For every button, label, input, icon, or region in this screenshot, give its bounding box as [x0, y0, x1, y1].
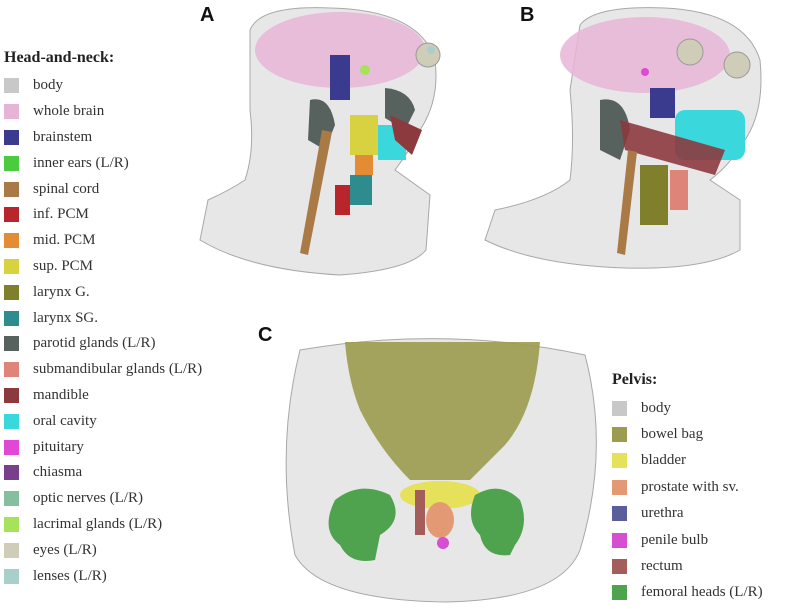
- legend-swatch: [612, 559, 627, 575]
- head-neck-legend-items: body whole brain brainstem inner ears (L/R)…: [4, 73, 202, 589]
- head-neck-render-b: [484, 7, 762, 269]
- legend-swatch: [4, 387, 19, 403]
- legend-swatch: [4, 155, 19, 171]
- legend-label: rectum: [641, 558, 683, 575]
- legend-swatch: [4, 129, 19, 145]
- legend-label: brainstem: [33, 128, 93, 145]
- head-neck-legend-title: Head-and-neck:: [4, 49, 115, 66]
- head-neck-legend: Head-and-neck: body whole brain brainstem i…: [4, 49, 202, 589]
- legend-item: urethra: [612, 501, 763, 527]
- legend-label: lacrimal glands (L/R): [33, 515, 163, 532]
- legend-item: sup. PCM: [4, 254, 202, 280]
- legend-swatch: [612, 585, 627, 601]
- legend-item: spinal cord: [4, 176, 202, 202]
- legend-item: pituitary: [4, 434, 202, 460]
- legend-swatch: [612, 427, 627, 443]
- legend-label: chiasma: [33, 464, 83, 481]
- legend-label: bowel bag: [641, 426, 704, 443]
- legend-label: submandibular glands (L/R): [33, 361, 203, 378]
- pelvis-legend-title: Pelvis:: [612, 371, 658, 388]
- legend-item: optic nerves (L/R): [4, 486, 202, 512]
- pelvis-legend-items: body bowel bag bladder prostate with sv. ure…: [612, 395, 763, 606]
- legend-item: submandibular glands (L/R): [4, 357, 202, 383]
- legend-swatch: [612, 479, 627, 495]
- legend-swatch: [4, 516, 19, 532]
- legend-item: larynx SG.: [4, 305, 202, 331]
- legend-item: oral cavity: [4, 408, 202, 434]
- legend-label: prostate with sv.: [641, 478, 739, 495]
- legend-item: inf. PCM: [4, 202, 202, 228]
- legend-item: mid. PCM: [4, 228, 202, 254]
- legend-swatch: [4, 491, 19, 507]
- legend-label: optic nerves (L/R): [33, 490, 143, 507]
- legend-label: mandible: [33, 386, 89, 403]
- legend-item: larynx G.: [4, 279, 202, 305]
- legend-swatch: [4, 310, 19, 326]
- legend-label: lenses (L/R): [33, 567, 107, 584]
- legend-swatch: [4, 439, 19, 455]
- legend-swatch: [4, 181, 19, 197]
- legend-swatch: [4, 104, 19, 120]
- legend-item: bladder: [612, 448, 763, 474]
- legend-item: penile bulb: [612, 527, 763, 553]
- legend-label: eyes (L/R): [33, 541, 97, 558]
- legend-item: body: [4, 73, 202, 99]
- legend-label: body: [641, 399, 671, 416]
- legend-label: oral cavity: [33, 412, 97, 429]
- legend-swatch: [4, 568, 19, 584]
- legend-label: inf. PCM: [33, 206, 89, 223]
- legend-label: whole brain: [33, 103, 105, 120]
- legend-swatch: [612, 532, 627, 548]
- legend-swatch: [4, 362, 19, 378]
- legend-item: inner ears (L/R): [4, 150, 202, 176]
- legend-item: chiasma: [4, 460, 202, 486]
- legend-label: body: [33, 77, 63, 94]
- legend-label: femoral heads (L/R): [641, 584, 763, 601]
- legend-swatch: [4, 233, 19, 249]
- legend-item: femoral heads (L/R): [612, 580, 763, 606]
- panel-label-b: B: [520, 4, 535, 26]
- legend-item: mandible: [4, 383, 202, 409]
- legend-item: brainstem: [4, 125, 202, 151]
- legend-item: whole brain: [4, 99, 202, 125]
- head-neck-render-a: [199, 7, 441, 276]
- legend-label: bladder: [641, 452, 686, 469]
- legend-item: prostate with sv.: [612, 474, 763, 500]
- legend-label: larynx G.: [33, 283, 90, 300]
- legend-label: parotid glands (L/R): [33, 335, 156, 352]
- legend-swatch: [4, 207, 19, 223]
- legend-swatch: [612, 453, 627, 469]
- legend-swatch: [612, 400, 627, 416]
- legend-swatch: [612, 506, 627, 522]
- legend-item: lenses (L/R): [4, 563, 202, 589]
- legend-item: parotid glands (L/R): [4, 331, 202, 357]
- pelvis-render-c: [285, 338, 597, 603]
- legend-swatch: [4, 336, 19, 352]
- legend-label: spinal cord: [33, 180, 100, 197]
- legend-label: sup. PCM: [33, 257, 94, 274]
- legend-swatch: [4, 465, 19, 481]
- legend-swatch: [4, 413, 19, 429]
- legend-item: lacrimal glands (L/R): [4, 512, 202, 538]
- legend-item: eyes (L/R): [4, 537, 202, 563]
- legend-item: bowel bag: [612, 421, 763, 447]
- legend-swatch: [4, 542, 19, 558]
- legend-swatch: [4, 258, 19, 274]
- legend-swatch: [4, 284, 19, 300]
- legend-label: inner ears (L/R): [33, 154, 129, 171]
- legend-swatch: [4, 78, 19, 94]
- legend-label: pituitary: [33, 438, 84, 455]
- legend-label: mid. PCM: [33, 232, 96, 249]
- legend-item: body: [612, 395, 763, 421]
- legend-label: larynx SG.: [33, 309, 98, 326]
- pelvis-legend: Pelvis: body bowel bag bladder prostate wit…: [612, 371, 763, 606]
- panel-label-a: A: [200, 4, 215, 26]
- legend-label: urethra: [641, 505, 684, 522]
- legend-item: rectum: [612, 553, 763, 579]
- legend-label: penile bulb: [641, 531, 709, 548]
- panel-label-c: C: [258, 324, 273, 346]
